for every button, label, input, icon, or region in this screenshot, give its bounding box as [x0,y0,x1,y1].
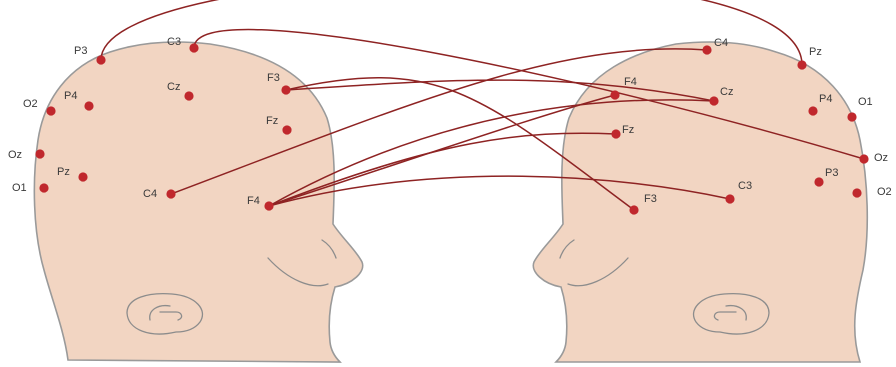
left-label-cz: Cz [167,81,180,93]
left-label-c4: C4 [143,188,157,200]
left-electrode-c3 [189,43,198,52]
left-label-f4: F4 [247,195,260,207]
left-label-c3: C3 [167,36,181,48]
right-electrode-oz [859,154,868,163]
right-label-p4: P4 [819,93,832,105]
right-label-o1: O1 [858,96,873,108]
right-head [533,42,867,362]
left-label-fz: Fz [266,115,278,127]
left-label-o1: O1 [12,182,27,194]
left-electrode-f3 [281,85,290,94]
right-label-cz: Cz [720,86,733,98]
right-label-c3: C3 [738,180,752,192]
right-label-p3: P3 [825,167,838,179]
right-label-o2: O2 [877,186,892,198]
left-label-o2: O2 [23,98,38,110]
left-electrode-p3 [96,55,105,64]
left-electrode-fz [282,125,291,134]
left-electrode-p4 [84,101,93,110]
right-label-c4: C4 [714,37,728,49]
left-label-pz: Pz [57,166,70,178]
left-label-p3: P3 [74,45,87,57]
left-label-f3: F3 [267,72,280,84]
left-label-oz: Oz [8,149,22,161]
left-electrode-f4 [264,201,273,210]
right-label-oz: Oz [874,152,888,164]
left-electrode-o1 [39,183,48,192]
left-electrode-pz [78,172,87,181]
left-electrode-oz [35,149,44,158]
right-label-f4: F4 [624,76,637,88]
left-label-p4: P4 [64,90,77,102]
left-head-silhouette [34,42,362,362]
left-head [34,42,362,362]
right-electrode-c4 [702,45,711,54]
right-electrode-c3 [725,194,734,203]
right-electrode-p4 [808,106,817,115]
right-electrode-fz [611,129,620,138]
right-electrode-p3 [814,177,823,186]
right-electrode-pz [797,60,806,69]
right-label-pz: Pz [809,46,822,58]
left-electrode-c4 [166,189,175,198]
right-label-fz: Fz [622,124,634,136]
right-head-silhouette [533,42,867,362]
right-electrode-o2 [852,188,861,197]
right-electrode-f3 [629,205,638,214]
left-electrode-o2 [46,106,55,115]
right-label-f3: F3 [644,193,657,205]
left-electrode-cz [184,91,193,100]
right-electrode-cz [709,96,718,105]
right-electrode-f4 [610,90,619,99]
right-electrode-o1 [847,112,856,121]
